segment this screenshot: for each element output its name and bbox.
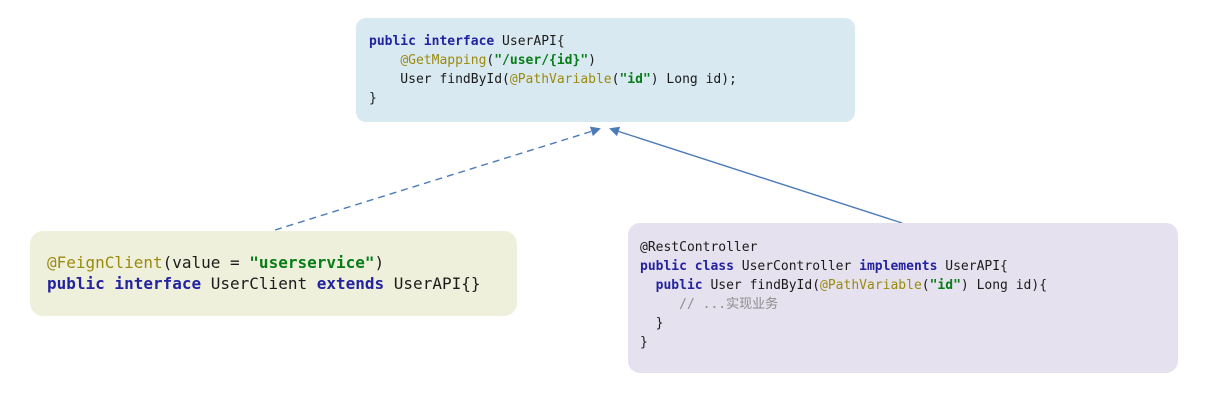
code-segment: }: [369, 91, 377, 106]
code-line: User findById(@PathVariable("id") Long i…: [369, 70, 855, 89]
code-segment: (: [921, 278, 930, 293]
code-segment: @GetMapping: [400, 53, 487, 68]
code-line: public User findById(@PathVariable("id")…: [640, 276, 1178, 295]
feign-client-box: @FeignClient(value = "userservice")publi…: [30, 231, 517, 316]
implements-arrow: [609, 126, 903, 224]
code-line: @RestController: [640, 238, 1178, 257]
code-segment: UserAPI{: [494, 34, 565, 49]
code-segment: @RestController: [640, 240, 758, 255]
code-segment: }: [640, 316, 664, 331]
code-segment: ) Long id){: [960, 278, 1048, 293]
code-segment: (value =: [162, 253, 250, 272]
extends-arrow: [274, 126, 601, 231]
code-segment: @PathVariable: [509, 72, 612, 87]
code-line: }: [640, 314, 1178, 333]
code-line: public class UserController implements U…: [640, 257, 1178, 276]
userapi-interface-box: public interface UserAPI{ @GetMapping("/…: [356, 18, 855, 122]
code-segment: ) Long id);: [650, 72, 737, 87]
code-segment: public interface: [47, 274, 202, 293]
code-segment: "/user/{id}": [494, 53, 589, 68]
code-segment: // ...实现业务: [640, 297, 779, 312]
code-segment: implements: [859, 259, 938, 274]
code-segment: ): [374, 253, 385, 272]
code-segment: UserAPI{}: [384, 274, 481, 293]
rest-controller-box: @RestController public class UserControll…: [628, 223, 1178, 373]
code-segment: public class: [640, 259, 734, 274]
code-segment: public: [655, 278, 703, 293]
code-segment: public interface: [369, 34, 495, 49]
code-segment: User findById(: [702, 278, 821, 293]
code-line: public interface UserClient extends User…: [47, 273, 517, 294]
code-segment: (: [611, 72, 620, 87]
code-segment: UserController: [733, 259, 860, 274]
code-segment: (: [486, 53, 495, 68]
code-segment: [369, 53, 400, 68]
code-line: @GetMapping("/user/{id}"): [369, 51, 855, 70]
code-segment: @FeignClient: [47, 253, 163, 272]
code-segment: "id": [619, 72, 651, 87]
code-segment: UserAPI{: [937, 259, 1008, 274]
code-segment: }: [640, 335, 648, 350]
code-segment: @PathVariable: [820, 278, 922, 293]
code-line: // ...实现业务: [640, 295, 1178, 314]
code-segment: ): [588, 53, 596, 68]
code-segment: [640, 278, 656, 293]
code-segment: "id": [929, 278, 961, 293]
code-segment: extends: [316, 274, 385, 293]
code-line: @FeignClient(value = "userservice"): [47, 252, 517, 273]
code-segment: "userservice": [249, 253, 375, 272]
code-line: }: [640, 333, 1178, 352]
code-line: public interface UserAPI{: [369, 32, 855, 51]
code-segment: User findById(: [369, 72, 510, 87]
code-segment: UserClient: [201, 274, 317, 293]
code-line: }: [369, 89, 855, 108]
